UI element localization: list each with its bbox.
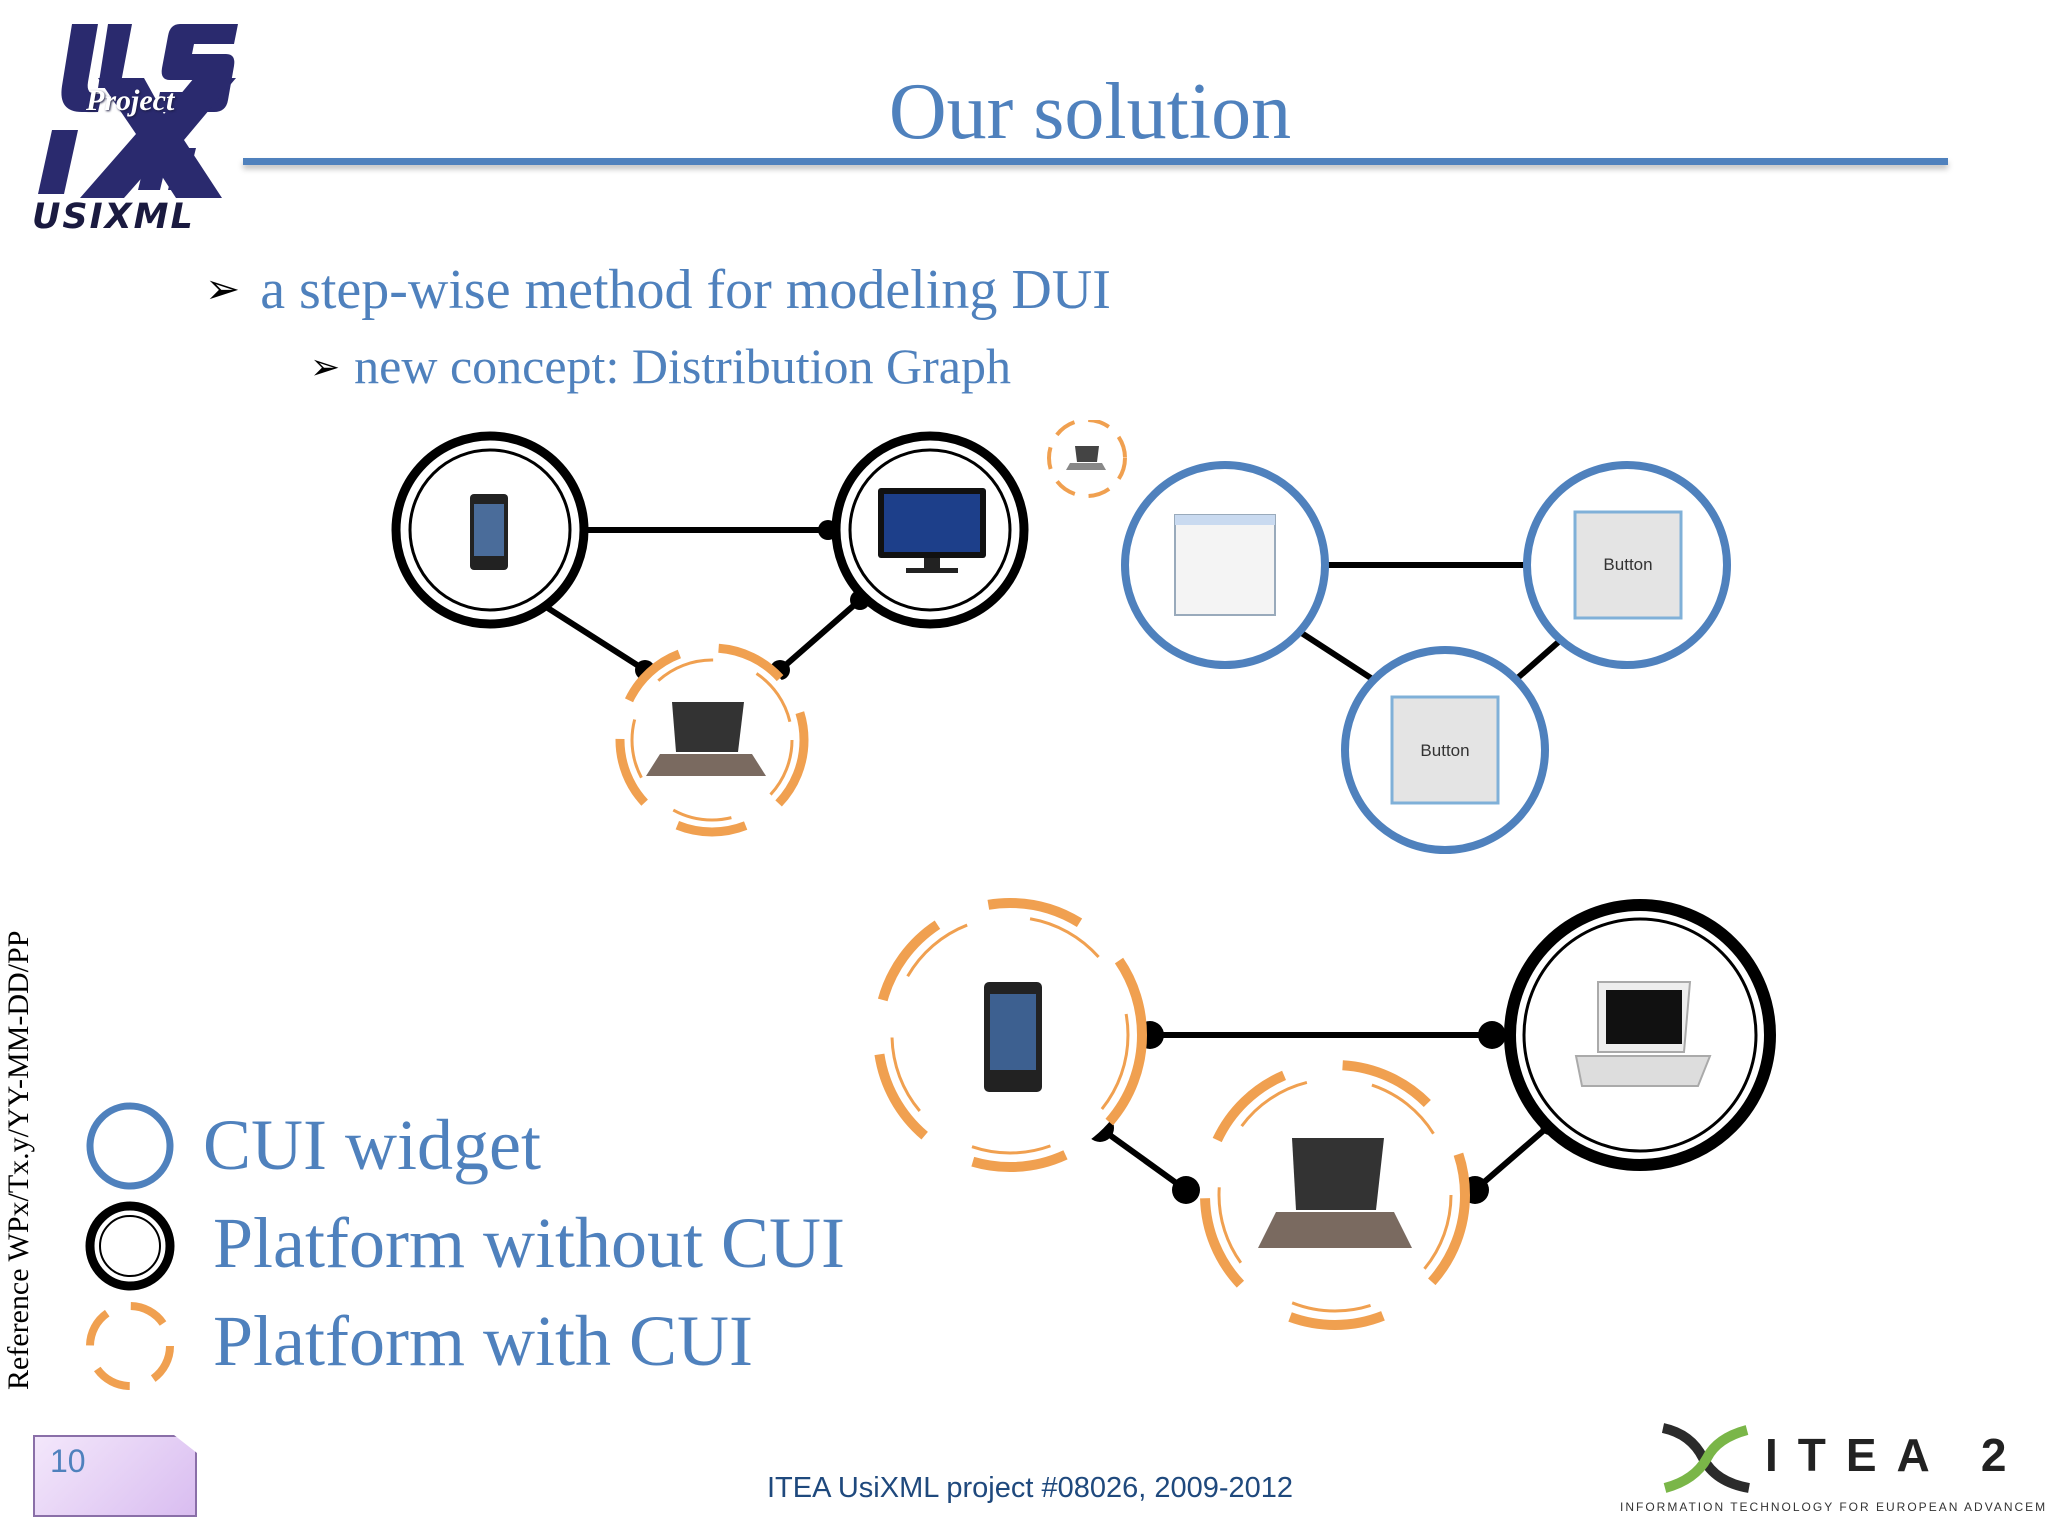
- page-number: 10: [50, 1443, 86, 1479]
- usixml-logo: [38, 24, 238, 198]
- legend-platform-without-cui-label: Platform without CUI: [213, 1203, 845, 1283]
- platform-without-cui-phone: [391, 431, 589, 629]
- cui-widget-button-right: Button: [1523, 461, 1731, 669]
- cui-widget-button-bottom: Button: [1341, 646, 1549, 854]
- platform-with-cui-laptop: [615, 643, 809, 837]
- legend-cui-widget-label: CUI widget: [203, 1105, 541, 1185]
- side-reference: Reference WPx/Tx.y/YY-MM-DD/PP: [2, 930, 35, 1390]
- cui-widget-graph: Button Button: [1121, 461, 1731, 854]
- platform-with-cui-laptop: [1200, 1060, 1470, 1330]
- edge: [778, 597, 862, 673]
- bullet-arrow-icon: ➢: [205, 264, 241, 313]
- legend-platform-with-cui-icon: [86, 1302, 174, 1390]
- cui-widget-window: [1121, 461, 1329, 669]
- platform-without-cui-monitor: [831, 431, 1029, 629]
- bullet-1-text: a step-wise method for modeling DUI: [260, 259, 1111, 321]
- edge: [1098, 1125, 1188, 1193]
- logo-project-text: Project: [86, 84, 175, 117]
- itea-logo-wordmark: ITEA 2: [1765, 1429, 2027, 1481]
- edge: [1473, 1122, 1552, 1193]
- page-title: Our solution: [888, 68, 1292, 156]
- window-icon: [1174, 514, 1276, 616]
- platform-with-cui-phone: [873, 898, 1147, 1172]
- title-rule: [243, 158, 1948, 165]
- bullet-2-text: new concept: Distribution Graph: [354, 338, 1011, 394]
- laptop-icon: [1075, 446, 1099, 462]
- bullet-2: ➢ new concept: Distribution Graph: [310, 335, 1011, 403]
- platform-graph-2: [873, 898, 1776, 1330]
- edge: [530, 595, 647, 673]
- button-label: Button: [1420, 741, 1469, 760]
- laptop-icon: [672, 702, 744, 752]
- legend-cui-widget-icon: [86, 1102, 174, 1190]
- itea-logo-tagline: INFORMATION TECHNOLOGY FOR EUROPEAN ADVA…: [1620, 1500, 2048, 1514]
- footer-text: ITEA UsiXML project #08026, 2009-2012: [766, 1472, 1294, 1504]
- platform-with-cui-small-laptop: [1047, 420, 1127, 498]
- page-number-box: [33, 1435, 197, 1517]
- itea-logo-icon: [1661, 1423, 1751, 1493]
- bullet-arrow-icon: ➢: [310, 347, 341, 388]
- platform-without-cui-netbook: [1504, 899, 1776, 1171]
- platform-graph-1: [391, 420, 1127, 837]
- edge: [1511, 635, 1565, 685]
- legend-platform-without-cui-icon: [85, 1201, 175, 1291]
- edge: [1298, 629, 1379, 685]
- legend-platform-with-cui-label: Platform with CUI: [213, 1301, 753, 1381]
- logo-wordmark: USIXML: [32, 197, 195, 237]
- laptop-icon: [1292, 1138, 1384, 1210]
- button-label: Button: [1603, 555, 1652, 574]
- bullet-1: ➢ a step-wise method for modeling DUI: [205, 255, 1111, 329]
